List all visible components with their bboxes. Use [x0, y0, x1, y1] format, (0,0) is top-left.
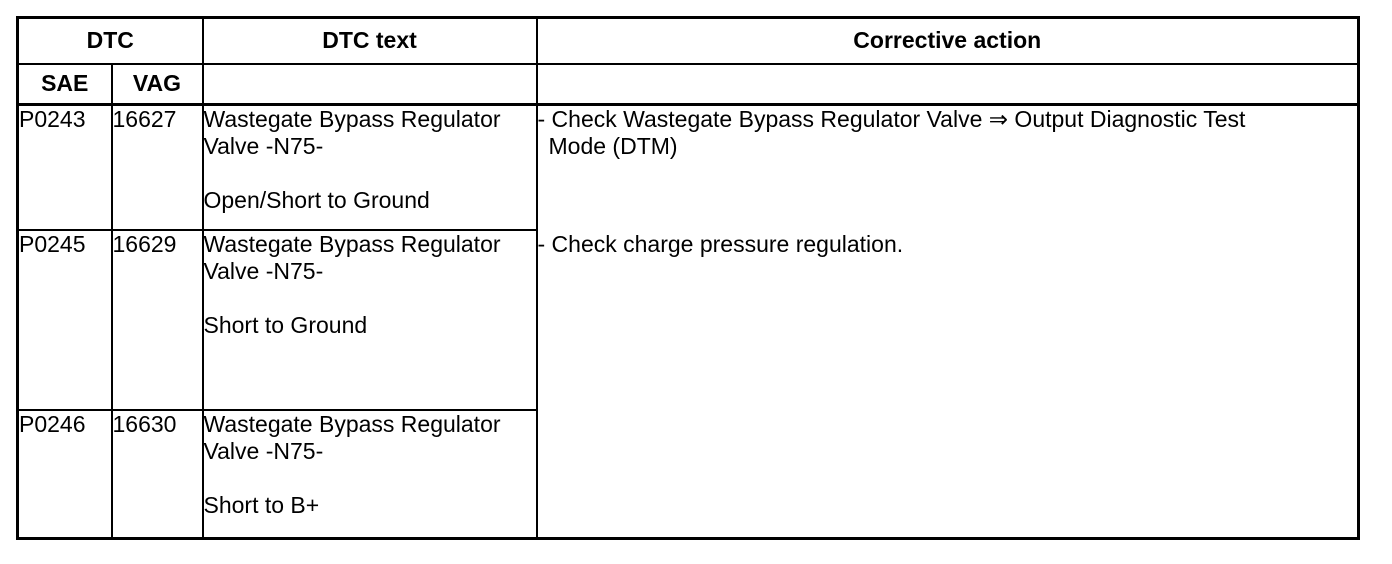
corrective-action-item: - Check charge pressure regulation. — [537, 231, 904, 257]
table-header: DTC DTC text Corrective action SAE VAG — [16, 16, 1360, 106]
corrective-action-cell: - Check Wastegate Bypass Regulator Valve… — [535, 103, 1360, 540]
header-dtc-text: DTC text — [201, 16, 538, 65]
dtc-fault: Short to Ground — [203, 311, 368, 338]
sae-code: P0246 — [16, 408, 113, 540]
vag-code: 16627 — [110, 103, 204, 231]
table-row-p0246: P0246 16630 Wastegate Bypass Regulator V… — [16, 408, 1359, 540]
dtc-table: DTC DTC text Corrective action SAE VAG P… — [16, 16, 1360, 540]
dtc-fault: Open/Short to Ground — [203, 187, 430, 213]
header-corrective-action: Corrective action — [535, 16, 1360, 65]
subheader-empty-dtc-text — [201, 62, 538, 106]
header-dtc: DTC — [16, 16, 204, 65]
table-row-p0245: P0245 16629 Wastegate Bypass Regulator V… — [16, 228, 1359, 411]
dtc-fault: Short to B+ — [203, 491, 320, 518]
table-body: P0243 16627 Wastegate Bypass Regulator V… — [16, 103, 1360, 540]
vag-code: 16629 — [110, 228, 204, 411]
table-row-p0243: P0243 16627 Wastegate Bypass Regulator V… — [16, 103, 1360, 540]
vag-code: 16630 — [110, 408, 204, 540]
dtc-title: Wastegate Bypass Regulator Valve -N75- — [203, 410, 501, 464]
header-vag: VAG — [110, 62, 204, 106]
dtc-title: Wastegate Bypass Regulator Valve -N75- — [203, 230, 501, 284]
subheader-row: SAE VAG — [16, 62, 1360, 106]
dtc-title: Wastegate Bypass Regulator Valve -N75- — [203, 106, 501, 160]
dtc-text-cell: Wastegate Bypass Regulator Valve -N75- O… — [201, 103, 538, 231]
sae-code: P0245 — [16, 228, 113, 411]
header-sae: SAE — [16, 62, 113, 106]
header-row: DTC DTC text Corrective action — [16, 16, 1360, 65]
dtc-text-cell: Wastegate Bypass Regulator Valve -N75- S… — [201, 228, 538, 411]
sae-code: P0243 — [16, 103, 113, 231]
subheader-empty-corrective — [535, 62, 1360, 106]
corrective-action-item: - Check Wastegate Bypass Regulator Valve… — [537, 106, 1246, 160]
dtc-text-cell: Wastegate Bypass Regulator Valve -N75- S… — [201, 408, 538, 540]
